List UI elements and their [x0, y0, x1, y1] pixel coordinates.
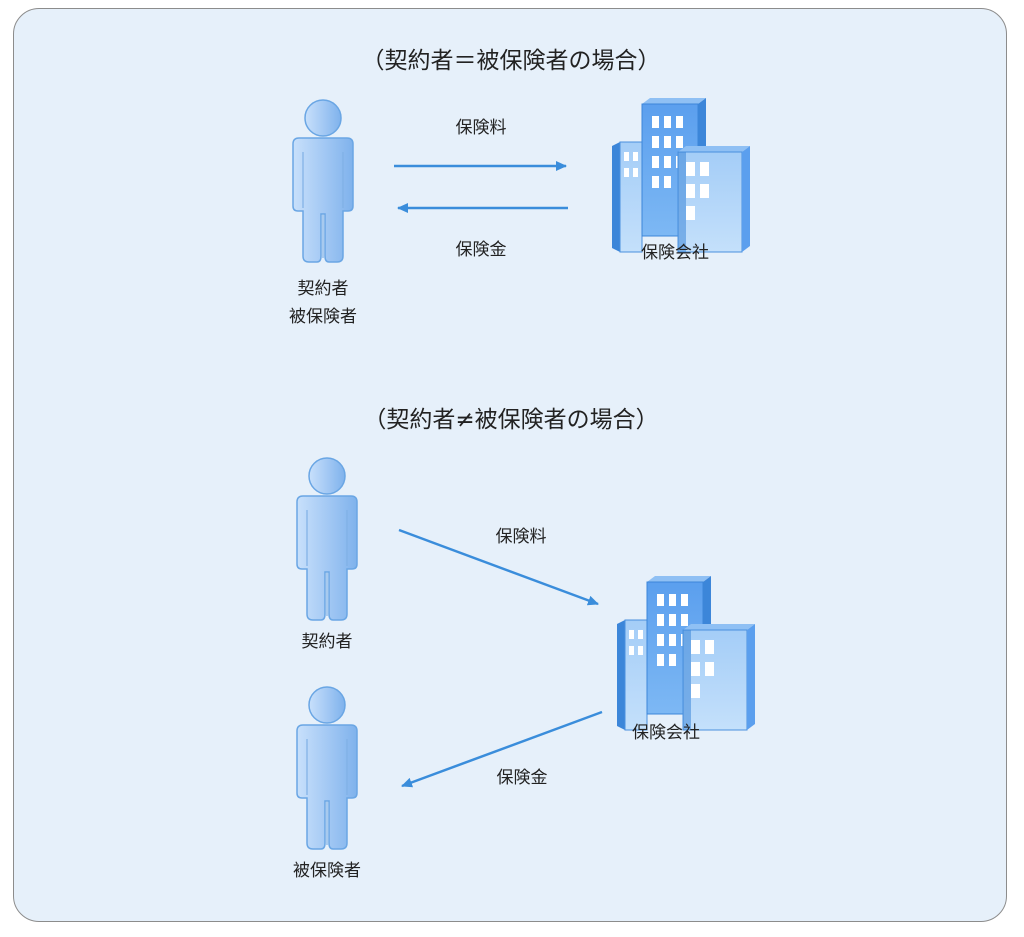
top-section-title: （契約者＝被保険者の場合） — [361, 48, 661, 74]
insured-label: 被保険者 — [293, 861, 361, 881]
company-label: 保険会社 — [641, 243, 709, 263]
premium-arrow — [398, 528, 599, 606]
policyholder-person-icon — [296, 457, 358, 621]
bottom-section-title: （契約者≠被保険者の場合） — [363, 407, 659, 433]
person-icon — [292, 99, 354, 263]
person-label-line2: 被保険者 — [289, 307, 357, 327]
benefit-arrow — [401, 710, 603, 788]
diagram-panel — [13, 8, 1007, 922]
building-icon — [611, 97, 751, 253]
insured-person-icon — [296, 686, 358, 850]
company-label: 保険会社 — [632, 723, 700, 743]
premium-label: 保険料 — [495, 527, 547, 547]
premium-label: 保険料 — [455, 118, 507, 138]
building-icon — [616, 575, 756, 731]
benefit-label: 保険金 — [496, 768, 548, 788]
person-label-line1: 契約者 — [297, 279, 349, 299]
policyholder-label: 契約者 — [301, 632, 353, 652]
benefit-label: 保険金 — [455, 240, 507, 260]
